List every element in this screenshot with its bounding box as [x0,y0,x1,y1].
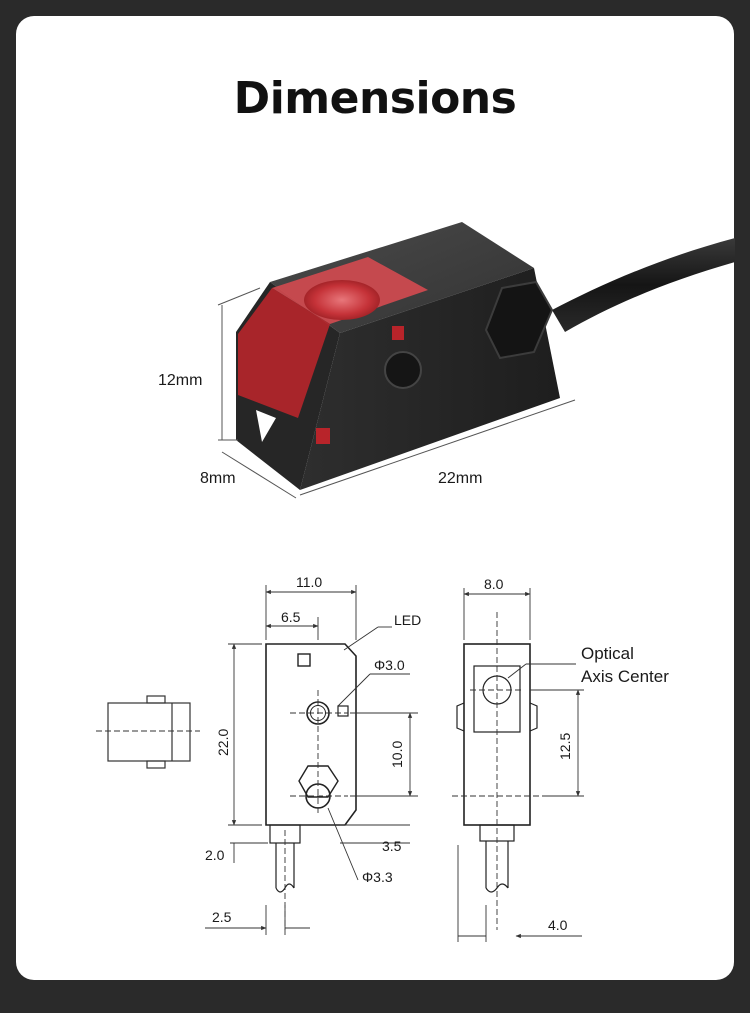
page-title: Dimensions [233,73,517,124]
lens-render [304,280,380,320]
length-label: 22mm [438,470,482,487]
dim-cable-width: 2.5 [212,909,232,925]
dim-front-width: 8.0 [484,576,504,592]
dim-hole-spacing: 10.0 [389,741,405,768]
hole-large-label: Φ3.3 [362,869,393,885]
led-indicator-bottom [316,428,330,444]
side-view-centerlines [284,690,348,930]
front-view-centerlines [452,612,542,930]
hole-small-label: Φ3.0 [374,657,405,673]
cable-render [552,238,735,332]
optical-label-line2: Axis Center [581,667,669,686]
dim-cable-offset: 4.0 [548,917,568,933]
dim-overall-width: 11.0 [296,574,322,590]
dim-height: 22.0 [215,729,231,756]
width-label: 8mm [200,470,236,487]
hex-nut-render [484,280,554,360]
dim-offset: 6.5 [281,609,301,625]
dim-cable-length: 2.0 [205,847,225,863]
dim-bottom-offset: 3.5 [382,838,402,854]
led-indicator-top [392,326,404,340]
optical-label-line1: Optical [581,644,634,663]
top-view-drawing [96,695,200,769]
lens-window-front [238,288,330,418]
content-card [16,16,734,980]
mount-hole-render [384,351,422,389]
triangle-marker-icon [256,410,276,442]
dim-axis-height: 12.5 [557,733,573,760]
side-view-drawing [265,643,357,893]
side-view-dimension-lines [205,585,418,935]
height-label: 12mm [158,372,202,389]
led-label: LED [394,612,421,628]
front-view-dimension-lines [457,588,584,942]
render-dimension-lines [217,287,576,499]
sensor-render [236,222,735,490]
